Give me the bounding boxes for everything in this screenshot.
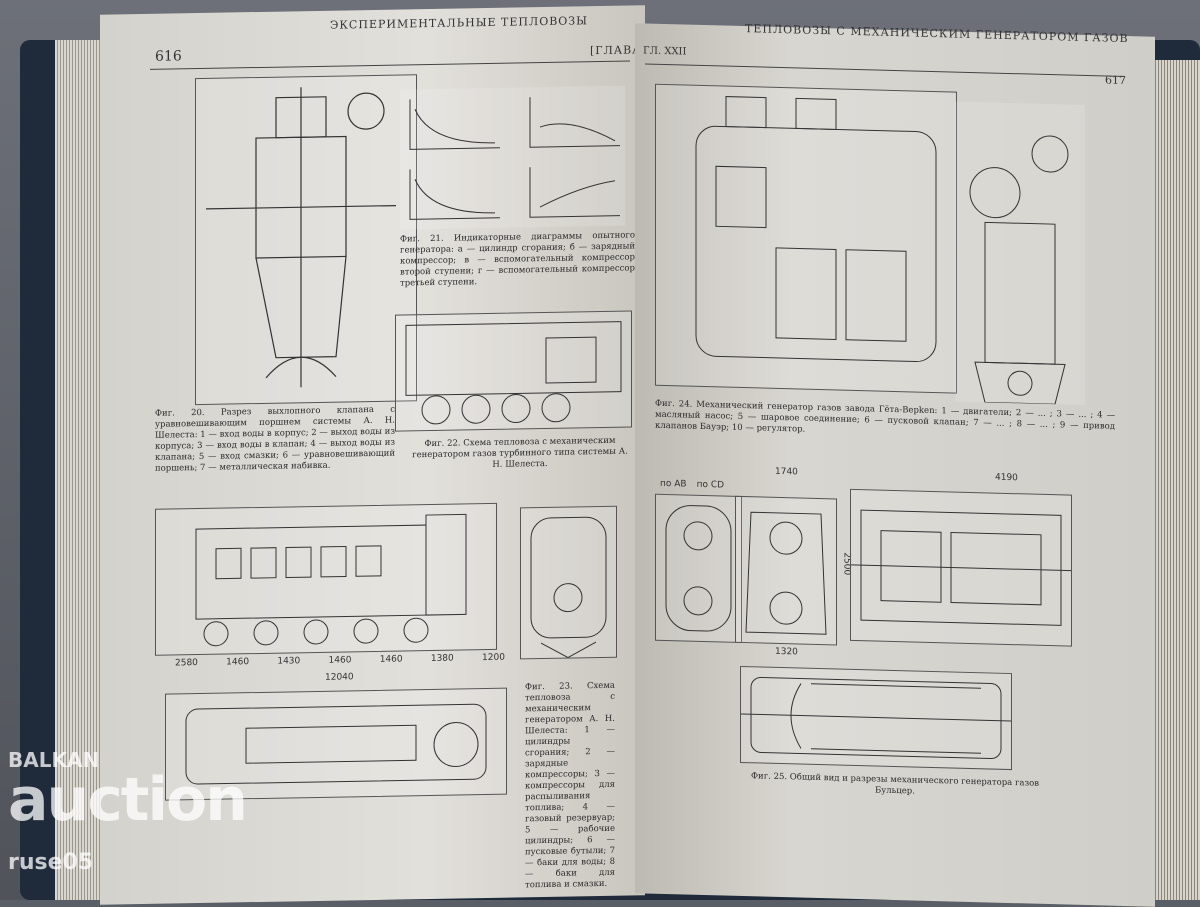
fig20-valve-drawing: [195, 74, 417, 406]
dimension-label: 1380: [430, 653, 454, 664]
section-label: по АВ: [660, 478, 687, 490]
fig24-generator-section: [955, 101, 1085, 405]
dimension-label: 1430: [277, 656, 301, 667]
fig23-total-length: 12040: [325, 672, 354, 682]
fig24-generator-front: [655, 83, 957, 394]
right-page: ГЛ. XXII ТЕПЛОВОЗЫ С МЕХАНИЧЕСКИМ ГЕНЕРА…: [635, 22, 1155, 907]
fig25-section-labels: по АВ по CD: [660, 479, 724, 491]
watermark-user: ruse05: [8, 850, 94, 875]
watermark-auction: auction: [8, 765, 248, 835]
dimension-label: 1740: [775, 466, 798, 478]
page-edges-right: [1150, 60, 1200, 900]
fig25-plan-view: [740, 665, 1012, 771]
fig24-caption: Фиг. 24. Механический генератор газов за…: [655, 398, 1115, 435]
fig23-caption: Фиг. 23. Схема тепловоза с механическим …: [525, 680, 615, 891]
fig22-caption: Фиг. 22. Схема тепловоза с механическим …: [412, 435, 628, 470]
chapter-label: [ГЛАВА: [590, 43, 642, 58]
section-label: по CD: [696, 479, 725, 491]
watermark-balkan: BALKAN: [8, 748, 100, 772]
dimension-label: 12040: [325, 672, 354, 683]
fig21-indicator-diagrams: [400, 85, 625, 230]
fig25-caption: Фиг. 25. Общий вид и разрезы механическо…: [750, 771, 1040, 797]
running-header: ЭКСПЕРИМЕНТАЛЬНЫЕ ТЕПЛОВОЗЫ: [330, 14, 588, 32]
fig23-end-view: [520, 505, 617, 660]
fig25-side-section: [850, 488, 1072, 647]
chapter-label: ГЛ. XXII: [643, 45, 687, 58]
dimension-label: 2580: [175, 658, 198, 669]
fig25-end-view: [735, 495, 837, 646]
header-rule: [645, 63, 1125, 78]
dimension-label: 1320: [775, 646, 798, 658]
fig25-dimension: 4190: [995, 473, 1018, 484]
fig22-locomotive-scheme: [395, 310, 632, 432]
dimension-label: 1460: [379, 654, 403, 665]
dimension-label: 1460: [226, 657, 250, 668]
fig21-caption: Фиг. 21. Индикаторные диаграммы опытного…: [400, 230, 635, 289]
fig23-plan-view: [165, 687, 507, 801]
left-page: ЭКСПЕРИМЕНТАЛЬНЫЕ ТЕПЛОВОЗЫ 616 [ГЛАВА Ф…: [100, 5, 645, 905]
dimension-label: 4190: [995, 472, 1018, 484]
dimension-label: 1200: [482, 652, 505, 664]
dimension-label: 1460: [328, 655, 352, 666]
header-rule: [150, 60, 630, 70]
fig25-dimension: 1320: [775, 647, 798, 658]
fig25-section-view: [655, 493, 742, 643]
fig23-side-view: [155, 502, 497, 656]
page-number: 616: [155, 48, 182, 65]
fig20-caption: Фиг. 20. Разрез выхлопного клапана с ура…: [155, 404, 395, 474]
fig25-dimension: 1740: [775, 467, 798, 478]
